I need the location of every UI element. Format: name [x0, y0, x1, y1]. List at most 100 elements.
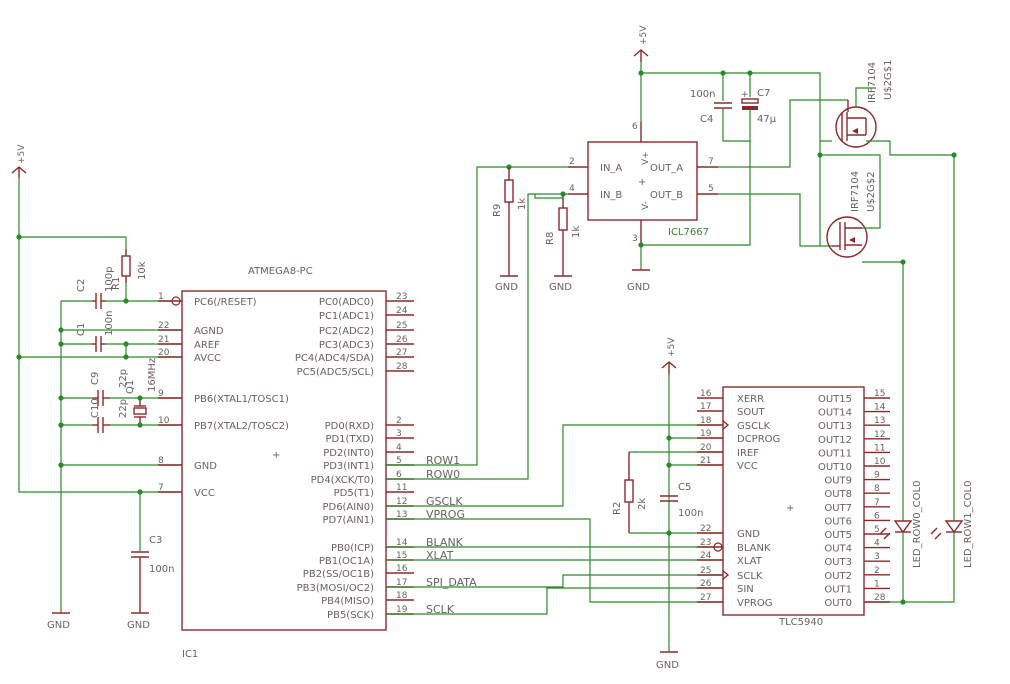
- capacitor-c5: C5 100n: [660, 482, 703, 519]
- svg-text:2: 2: [569, 157, 575, 167]
- ic1-pin-num: 22: [158, 321, 169, 331]
- vcc-symbol-left: +5V: [11, 144, 27, 178]
- svg-text:+5V: +5V: [667, 337, 677, 357]
- ic1-pin-name: PB4(MISO): [321, 596, 374, 607]
- svg-text:C9: C9: [90, 372, 101, 385]
- svg-text:R8: R8: [545, 232, 556, 245]
- tlc-pin-name: OUT9: [824, 476, 852, 487]
- svg-text:C2: C2: [76, 279, 87, 292]
- tlc-pin-name: OUT6: [824, 516, 852, 527]
- ic1-pin-num: 2: [396, 416, 402, 426]
- gnd-label-r9: GND: [495, 282, 518, 293]
- svg-text:C1: C1: [76, 323, 87, 336]
- svg-text:OUT_B: OUT_B: [650, 190, 683, 201]
- svg-text:IN_A: IN_A: [600, 163, 622, 174]
- tlc-part: TLC5940: [778, 617, 823, 628]
- ic1-pin-name: VCC: [194, 488, 215, 499]
- ic1-pin-name: PC6(/RESET): [194, 297, 257, 308]
- svg-text:LED_ROW0_COL0: LED_ROW0_COL0: [912, 481, 923, 568]
- tlc-pin-name: XERR: [737, 394, 764, 405]
- ic1-pin-name: PC4(ADC4/SDA): [295, 353, 374, 364]
- svg-text:+: +: [272, 450, 280, 461]
- svg-text:C4: C4: [700, 114, 713, 125]
- svg-text:+: +: [741, 90, 749, 100]
- ic1-pin-name: PB1(OC1A): [319, 556, 374, 567]
- ic1-name: IC1: [182, 649, 198, 660]
- ic1-pin-name: AREF: [194, 340, 220, 351]
- tlc-pin-num: 22: [700, 524, 711, 534]
- svg-text:U$2G$2: U$2G$2: [866, 171, 877, 212]
- ic1-pin-name: PC2(ADC2): [319, 326, 374, 337]
- capacitor-c3: C3 100n: [131, 535, 174, 613]
- tlc-pin-num: 25: [700, 566, 711, 576]
- svg-text:22p: 22p: [118, 399, 129, 418]
- ic1-pin-name: PB7(XTAL2/TOSC2): [194, 421, 289, 432]
- tlc-pin-name: OUT0: [824, 598, 852, 609]
- svg-text:1k: 1k: [571, 226, 582, 238]
- tlc-pin-num: 15: [874, 389, 885, 399]
- svg-text:100p: 100p: [104, 267, 115, 292]
- capacitor-c7: + C7 47µ: [741, 88, 777, 125]
- ic1-pin-num: 26: [396, 335, 408, 345]
- svg-text:LED_ROW1_COL0: LED_ROW1_COL0: [963, 481, 974, 568]
- ic1-pin-name: AVCC: [194, 353, 221, 364]
- ic1-pin-num: 7: [158, 483, 164, 493]
- svg-text:2k: 2k: [637, 498, 648, 510]
- svg-text:R1: R1: [111, 277, 122, 290]
- svg-text:C10: C10: [90, 398, 101, 418]
- ic1-pin-num: 11: [396, 483, 407, 493]
- tlc-pin-num: 9: [874, 471, 880, 481]
- tlc-pin-name: OUT10: [818, 462, 852, 473]
- ic1-pin-name: PB2(SS/OC1B): [303, 569, 374, 580]
- svg-text:IRF7104: IRF7104: [867, 62, 878, 103]
- tlc-pin-name: OUT5: [824, 530, 852, 541]
- svg-text:22p: 22p: [118, 369, 129, 388]
- ic1-pin-num: 8: [158, 456, 164, 466]
- svg-text:V-: V-: [641, 201, 651, 210]
- svg-text:R2: R2: [612, 502, 623, 515]
- tlc-pin-num: 6: [874, 511, 880, 521]
- vcc-symbol-tlc: +5V: [661, 337, 677, 374]
- ic1-pin-num: 21: [158, 335, 169, 345]
- tlc-pin-num: 8: [874, 484, 880, 494]
- svg-text:Q1: Q1: [125, 380, 136, 394]
- ic1-pin-num: 27: [396, 348, 407, 358]
- tlc-pin-name: OUT7: [824, 503, 852, 514]
- tlc-pin-num: 11: [874, 443, 885, 453]
- ic1-pin-num: 3: [396, 429, 402, 439]
- led-row0-col0: LED_ROW0_COL0: [879, 481, 923, 568]
- tlc-pin-name: BLANK: [737, 543, 771, 554]
- gnd-label-r8: GND: [549, 282, 572, 293]
- ic1-pin-name: PC5(ADC5/SCL): [297, 367, 374, 378]
- tlc-pin-num: 3: [874, 552, 880, 562]
- tlc-pin-num: 27: [700, 593, 711, 603]
- svg-text:U$2G$1: U$2G$1: [883, 59, 894, 100]
- led-row1-col0: LED_ROW1_COL0: [930, 481, 974, 568]
- svg-text:IN_B: IN_B: [600, 190, 622, 201]
- tlc-pin-num: 24: [700, 551, 712, 561]
- tlc-pin-name: OUT11: [818, 448, 852, 459]
- ic1-pin-name: PD2(INT0): [323, 448, 374, 459]
- capacitor-c1: C1 100n: [76, 311, 115, 352]
- ic1-pin-num: 16: [396, 564, 408, 574]
- resistor-r8: R8 1k: [545, 194, 582, 276]
- net-gsclk: GSCLK: [426, 495, 463, 508]
- tlc-pin-num: 5: [874, 525, 880, 535]
- tlc-pin-num: 20: [700, 443, 712, 453]
- ic1-pin-num: 25: [396, 321, 407, 331]
- tlc-pin-name: OUT14: [818, 408, 852, 419]
- net-row1: ROW1: [426, 454, 460, 467]
- tlc-pin-name: VPROG: [737, 598, 772, 609]
- svg-text:10k: 10k: [137, 261, 148, 280]
- svg-text:6: 6: [632, 122, 638, 132]
- net-xlat: XLAT: [426, 549, 454, 562]
- tlc-pin-name: OUT15: [818, 394, 852, 405]
- ic1-pin-num: 10: [158, 416, 170, 426]
- svg-text:C5: C5: [678, 482, 691, 493]
- tlc-pin-num: 13: [874, 416, 885, 426]
- ic1-pin-name: PC1(ADC1): [319, 311, 374, 322]
- tlc-pin-num: 19: [700, 429, 712, 439]
- ic1-pin-num: 19: [396, 605, 408, 615]
- svg-text:5: 5: [708, 184, 714, 194]
